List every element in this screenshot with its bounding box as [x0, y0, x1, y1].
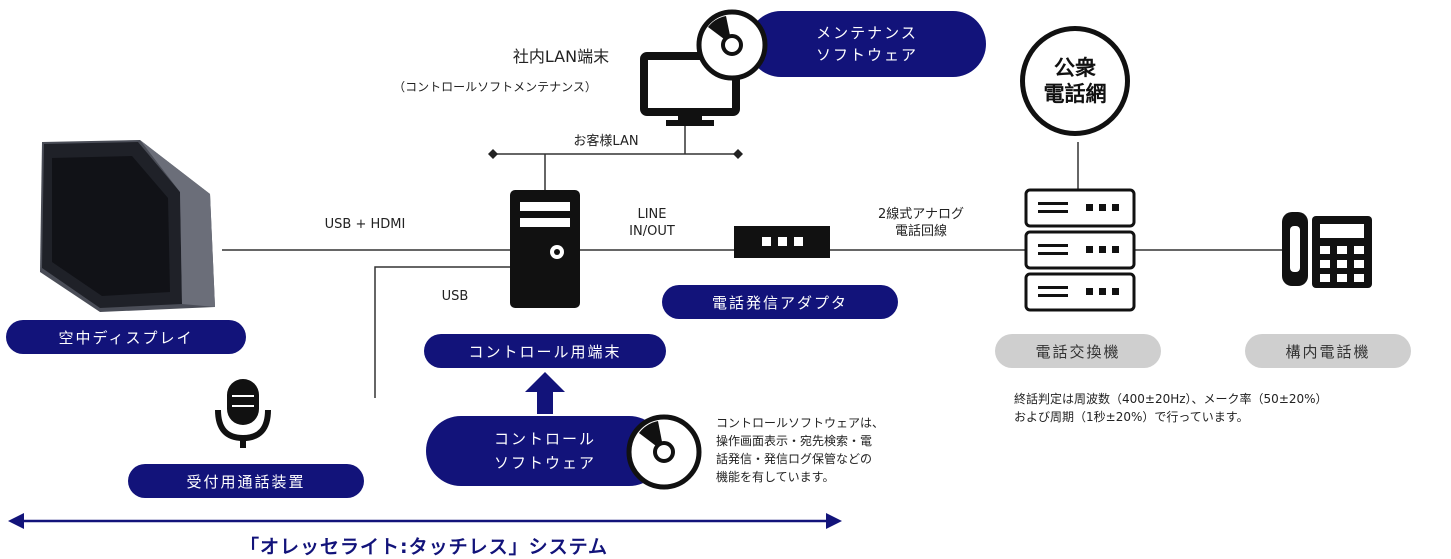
maintenance-software-line-2: ソフトウェア: [815, 46, 918, 64]
lan-end-right: [733, 149, 743, 159]
line-inout-line-1: LINE: [637, 207, 667, 222]
line-inout-label: LINE IN/OUT: [606, 206, 698, 240]
aerial-display-pill: 空中ディスプレイ: [6, 320, 246, 354]
server-rack-icon: [1024, 188, 1136, 312]
note-line: コントロールソフトウェアは、: [716, 416, 885, 430]
analog-line-line-1: 2線式アナログ: [877, 207, 964, 222]
pbx-pill: 電話交換機: [995, 334, 1161, 368]
maintenance-software-pill: メンテナンス ソフトウェア: [748, 11, 986, 77]
usb-line: [374, 266, 510, 398]
desk-phone-icon: [1282, 212, 1372, 288]
adapter-icon: [734, 226, 830, 258]
control-software-note: コントロールソフトウェアは、 操作画面表示・宛先検索・電 話発信・発信ログ保管な…: [716, 414, 884, 486]
cd-disc-icon: [696, 9, 768, 81]
control-software-line-1: コントロール: [493, 430, 596, 448]
system-name: 「オレッセライト:タッチレス」システム: [240, 536, 609, 558]
lan-terminal-title: 社内LAN端末: [512, 47, 610, 66]
hangup-detection-note: 終話判定は周波数（400±20Hz）、メーク率（50±20%） および周期（1秒…: [1014, 390, 1328, 426]
computer-tower-icon: [510, 190, 580, 308]
control-software-line-2: ソフトウェア: [493, 454, 596, 472]
note-line: 話発信・発信ログ保管などの: [716, 452, 873, 466]
note-line: 操作画面表示・宛先検索・電: [716, 434, 873, 448]
note-line: 終話判定は周波数（400±20Hz）、メーク率（50±20%）: [1014, 392, 1328, 406]
maintenance-software-line-1: メンテナンス: [816, 24, 918, 42]
analog-line-line-2: 電話回線: [894, 224, 947, 239]
public-network-line-1: 公衆: [1054, 56, 1096, 80]
cd-disc-icon: [626, 414, 702, 490]
note-line: 機能を有しています。: [716, 470, 835, 484]
usb-label: USB: [441, 289, 469, 304]
lan-end-left: [488, 149, 498, 159]
up-arrow-icon: [525, 372, 565, 414]
system-range-arrow: [8, 513, 842, 529]
reception-device-pill: 受付用通話装置: [128, 464, 364, 498]
usb-hdmi-label: USB + HDMI: [324, 217, 406, 232]
public-network-circle: 公衆 電話網: [1020, 26, 1130, 136]
phone-adapter-pill: 電話発信アダプタ: [662, 285, 898, 319]
control-software-pill: コントロール ソフトウェア: [426, 416, 664, 486]
lan-terminal-subtitle: （コントロールソフトメンテナンス）: [393, 80, 597, 94]
analog-line-label: 2線式アナログ 電話回線: [856, 206, 986, 240]
public-network-line-2: 電話網: [1043, 82, 1107, 106]
control-terminal-pill: コントロール用端末: [424, 334, 666, 368]
display-icon: [40, 140, 215, 312]
line-inout-line-2: IN/OUT: [629, 224, 675, 239]
customer-lan-label: お客様LAN: [573, 134, 639, 149]
microphone-icon: [215, 379, 271, 448]
extension-phone-pill: 構内電話機: [1245, 334, 1411, 368]
note-line: および周期（1秒±20%）で行っています。: [1014, 410, 1249, 424]
